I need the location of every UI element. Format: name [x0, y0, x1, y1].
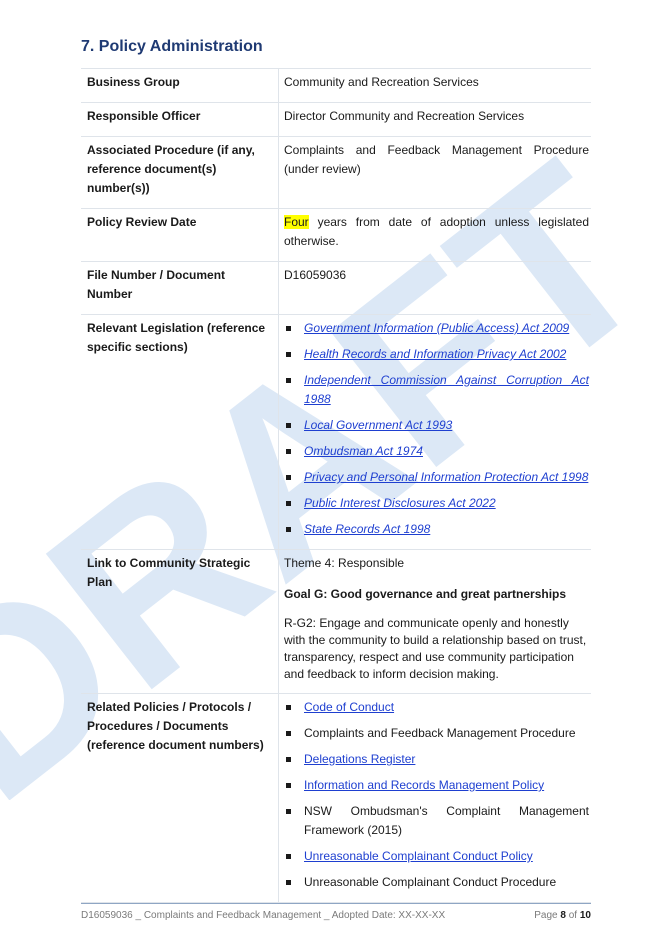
row-value: Director Community and Recreation Servic…: [278, 102, 591, 137]
page-total: 10: [579, 910, 591, 921]
row-value: Four years from date of adoption unless …: [278, 208, 591, 262]
highlighted-text: Four: [284, 215, 309, 229]
list-item: Unreasonable Complainant Conduct Policy: [284, 847, 589, 866]
list-item: State Records Act 1998: [284, 520, 589, 539]
table-row: Associated Procedure (if any, reference …: [81, 136, 591, 209]
list-item: Unreasonable Complainant Conduct Procedu…: [284, 873, 589, 892]
row-value: Government Information (Public Access) A…: [278, 314, 591, 550]
related-document-link[interactable]: Information and Records Management Polic…: [304, 778, 545, 792]
row-label: Related Policies / Protocols / Procedure…: [81, 693, 279, 903]
policy-administration-table: Business Group Community and Recreation …: [81, 68, 591, 903]
row-value: Community and Recreation Services: [278, 68, 591, 103]
goal-description: R-G2: Engage and communicate openly and …: [284, 616, 587, 681]
footer-document-info: D16059036 _ Complaints and Feedback Mana…: [81, 910, 446, 921]
legislation-link[interactable]: Independent Commission Against Corruptio…: [304, 373, 589, 406]
row-label: Responsible Officer: [81, 102, 279, 137]
row-label: Policy Review Date: [81, 208, 279, 262]
table-row: Responsible Officer Director Community a…: [81, 102, 591, 137]
row-label: Business Group: [81, 68, 279, 103]
theme-text: Theme 4: Responsible: [284, 556, 405, 570]
review-date-text: years from date of adoption unless legis…: [284, 215, 589, 248]
legislation-link[interactable]: Ombudsman Act 1974: [304, 444, 423, 458]
list-item: Independent Commission Against Corruptio…: [284, 371, 589, 409]
legislation-link[interactable]: Privacy and Personal Information Protect…: [304, 470, 589, 484]
related-document-link[interactable]: Delegations Register: [304, 752, 416, 766]
list-item: Code of Conduct: [284, 698, 589, 717]
row-label: Associated Procedure (if any, reference …: [81, 136, 279, 209]
row-value: D16059036: [278, 261, 591, 315]
row-label: Relevant Legislation (reference specific…: [81, 314, 279, 550]
list-item: Delegations Register: [284, 750, 589, 769]
section-heading: 7. Policy Administration: [81, 38, 263, 55]
footer-divider: [81, 903, 591, 904]
table-row: Business Group Community and Recreation …: [81, 68, 591, 103]
table-row: Link to Community Strategic Plan Theme 4…: [81, 549, 591, 694]
list-item: Privacy and Personal Information Protect…: [284, 468, 589, 487]
page-of: of: [565, 910, 580, 921]
footer-page-number: Page 8 of 10: [534, 910, 591, 921]
legislation-link[interactable]: State Records Act 1998: [304, 522, 431, 536]
list-item: Information and Records Management Polic…: [284, 776, 589, 795]
row-value: Code of Conduct Complaints and Feedback …: [278, 693, 591, 903]
related-document-link[interactable]: Code of Conduct: [304, 700, 395, 714]
legislation-link[interactable]: Public Interest Disclosures Act 2022: [304, 496, 496, 510]
related-documents-list: Code of Conduct Complaints and Feedback …: [284, 698, 589, 892]
list-item: NSW Ombudsman's Complaint Management Fra…: [284, 802, 589, 840]
related-document-link[interactable]: Unreasonable Complainant Conduct Policy: [304, 849, 533, 863]
list-item: Local Government Act 1993: [284, 416, 589, 435]
list-item: Health Records and Information Privacy A…: [284, 345, 589, 364]
legislation-link[interactable]: Government Information (Public Access) A…: [304, 321, 570, 335]
row-label: Link to Community Strategic Plan: [81, 549, 279, 694]
legislation-link[interactable]: Health Records and Information Privacy A…: [304, 347, 567, 361]
table-row: Policy Review Date Four years from date …: [81, 208, 591, 262]
list-item: Complaints and Feedback Management Proce…: [284, 724, 589, 743]
row-value: Theme 4: Responsible Goal G: Good govern…: [278, 549, 591, 694]
table-row: Relevant Legislation (reference specific…: [81, 314, 591, 550]
table-row: File Number / Document Number D16059036: [81, 261, 591, 315]
page-prefix: Page: [534, 910, 561, 921]
table-row: Related Policies / Protocols / Procedure…: [81, 693, 591, 903]
list-item: Public Interest Disclosures Act 2022: [284, 494, 589, 513]
legislation-list: Government Information (Public Access) A…: [284, 319, 589, 539]
page-current: 8: [560, 910, 566, 921]
row-label: File Number / Document Number: [81, 261, 279, 315]
goal-text: Goal G: Good governance and great partne…: [284, 587, 567, 601]
list-item: Ombudsman Act 1974: [284, 442, 589, 461]
list-item: Government Information (Public Access) A…: [284, 319, 589, 338]
row-value: Complaints and Feedback Management Proce…: [278, 136, 591, 209]
legislation-link[interactable]: Local Government Act 1993: [304, 418, 453, 432]
